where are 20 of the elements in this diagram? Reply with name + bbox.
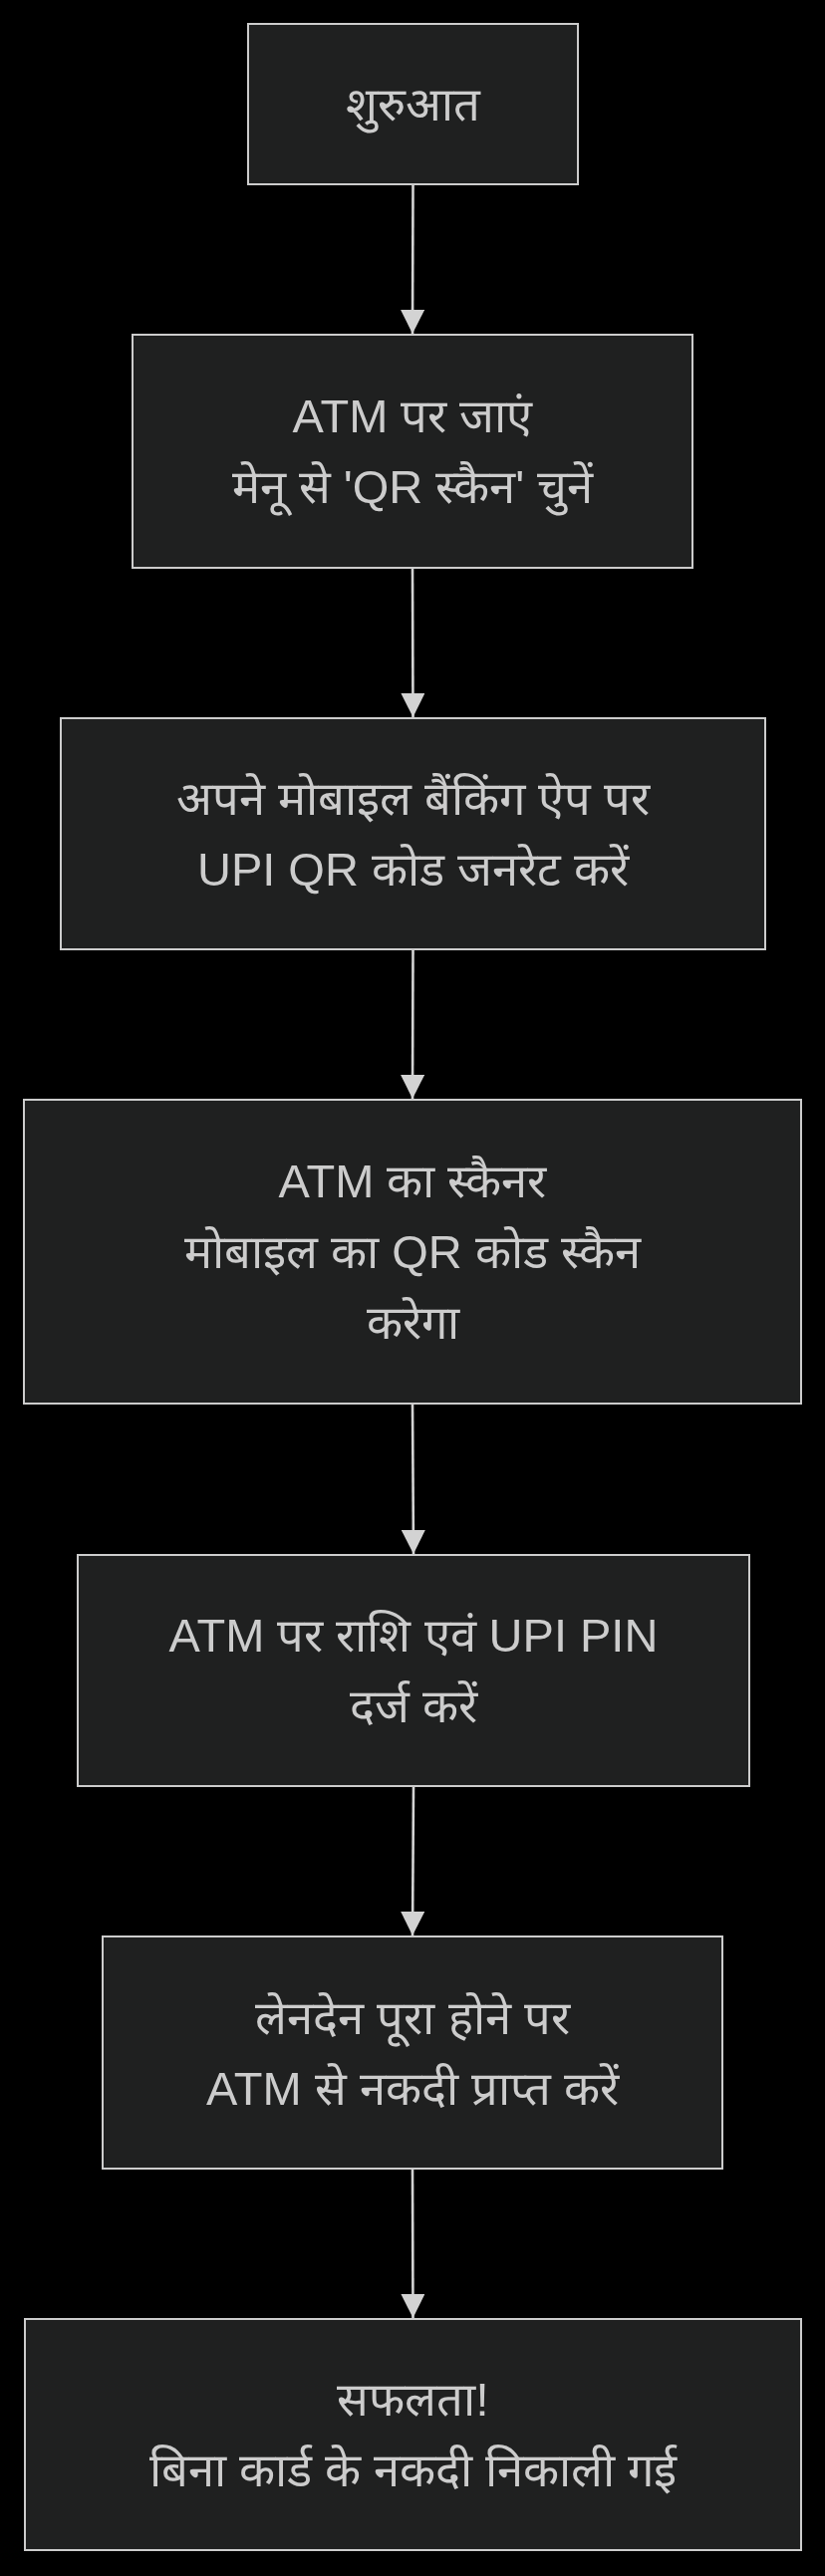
arrow <box>401 1405 425 1554</box>
arrow <box>401 950 425 1099</box>
step-label: सफलता! बिना कार्ड के नकदी निकाली गई <box>148 2372 678 2498</box>
arrow <box>401 2170 425 2318</box>
step-label: अपने मोबाइल बैंकिंग ऐप पर UPI QR कोड जनरेट करें <box>175 771 651 898</box>
process-box <box>132 334 693 569</box>
step-label: लेनदेन पूरा होने पर ATM से नकदी प्राप्त करें <box>206 1989 619 2117</box>
arrow <box>401 569 425 717</box>
step-label: ATM पर राशि एवं UPI PIN दर्ज करें <box>168 1608 659 1734</box>
process-box <box>77 1554 750 1787</box>
arrow <box>401 1787 425 1935</box>
process-box <box>247 23 579 185</box>
process-box <box>24 2318 802 2551</box>
process-box <box>23 1099 802 1405</box>
step-label: ATM का स्कैनर मोबाइल का QR कोड स्कैन करेगा <box>184 1154 641 1351</box>
arrow <box>401 185 425 334</box>
step-label: ATM पर जाएं मेनू से 'QR स्कैन' चुनें <box>231 381 594 522</box>
process-box <box>102 1935 723 2170</box>
process-box <box>60 717 766 950</box>
step-label: शुरुआत <box>346 69 480 139</box>
